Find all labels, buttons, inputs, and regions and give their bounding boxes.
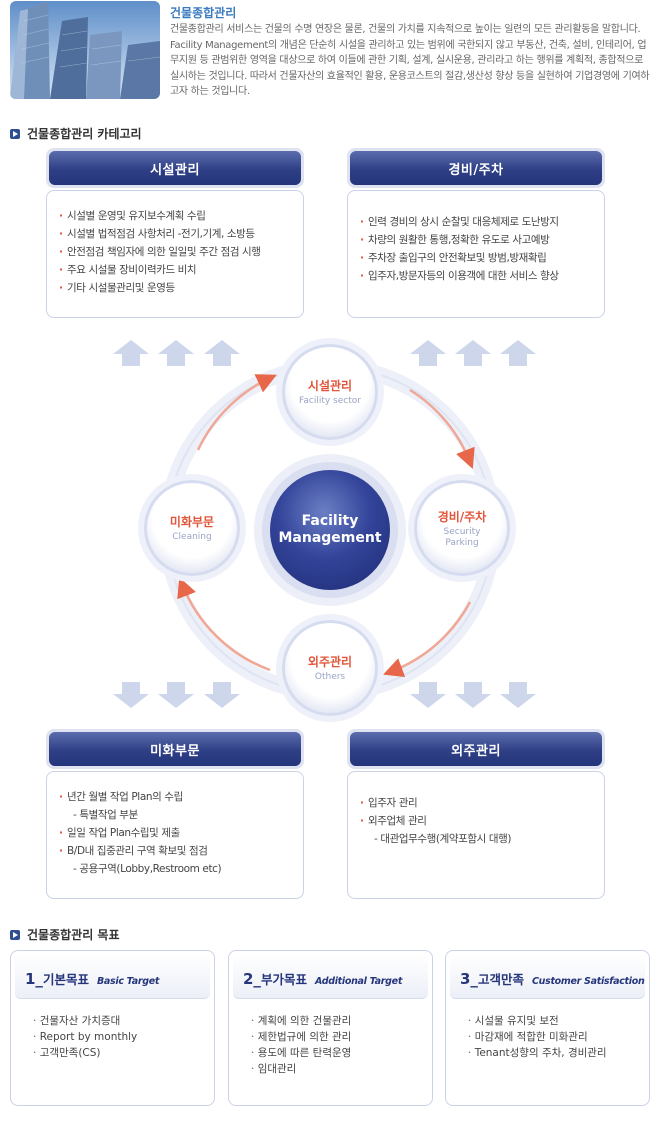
list-item: Tenant성향의 주차, 경비관리 xyxy=(468,1045,649,1061)
section-bullet-icon xyxy=(10,128,20,139)
center-facility-management: Facility Management xyxy=(270,470,390,590)
building-photo xyxy=(10,1,160,99)
list-item: 임대관리 xyxy=(251,1061,432,1077)
node-security: 경비/주차 Security Parking xyxy=(414,480,510,576)
list-item: 주차장 출입구의 안전확보및 방범,방재확립 xyxy=(360,249,592,267)
list-item: 인력 경비의 상시 순찰및 대응체제로 도난방지 xyxy=(360,213,592,231)
list-item: 차량의 원활한 통행,정확한 유도로 사고예방 xyxy=(360,231,592,249)
facility-category-title: 시설관리 xyxy=(49,151,301,185)
arrow-down-icon xyxy=(113,682,149,708)
goal-number: 1_ xyxy=(25,970,43,988)
node-security-sub1: Security xyxy=(443,526,481,537)
node-others: 외주관리 Others xyxy=(282,620,378,716)
goal-name: 기본목표 xyxy=(42,972,89,987)
cleaning-category-title: 미화부문 xyxy=(49,732,301,766)
goal-english-name: Basic Target xyxy=(96,976,160,987)
list-item: 입주자,방문자등의 이용객에 대한 서비스 향상 xyxy=(360,267,592,285)
list-item: 년간 월별 작업 Plan의 수립 xyxy=(59,788,291,806)
intro-title: 건물종합관리 xyxy=(170,6,237,20)
others-category-title: 외주관리 xyxy=(350,732,602,766)
cleaning-category-box: 년간 월별 작업 Plan의 수립 - 특별작업 부분 일일 작업 Plan수립… xyxy=(46,771,304,899)
arrow-up-icon xyxy=(410,340,446,366)
list-item: 주요 시설물 장비이력카드 비치 xyxy=(59,261,291,279)
category-section-title: 건물종합관리 카테고리 xyxy=(27,127,142,141)
goal-name: 부가목표 xyxy=(260,972,307,987)
list-item: B/D내 집중관리 구역 확보및 점검 xyxy=(59,842,291,860)
others-category-box: 입주자 관리 외주업체 관리 - 대관업무수행(계약포함시 대행) xyxy=(347,771,605,899)
goal-english-name: Customer Satisfaction xyxy=(531,976,645,987)
security-category-title: 경비/주차 xyxy=(350,151,602,185)
arrow-up-icon xyxy=(455,340,491,366)
center-label-line1: Facility xyxy=(301,513,359,529)
goal-card-additional: 2_ 부가목표 Additional Target 계획에 의한 건물관리 제한… xyxy=(228,950,433,1106)
node-cleaning: 미화부문 Cleaning xyxy=(144,480,240,576)
list-item: 건물자산 가치증대 xyxy=(33,1013,214,1029)
list-item: 시설물 유지및 보전 xyxy=(468,1013,649,1029)
list-item: 일일 작업 Plan수립및 제출 xyxy=(59,824,291,842)
arrow-up-icon xyxy=(204,340,240,366)
list-item: 외주업체 관리 xyxy=(360,812,592,830)
facility-management-diagram: Facility Management 시설관리 Facility sector… xyxy=(140,340,520,720)
node-others-label: 외주관리 xyxy=(307,655,353,669)
list-item: 계획에 의한 건물관리 xyxy=(251,1013,432,1029)
intro-text: 건물종합관리 서비스는 건물의 수명 연장은 물론, 건물의 가치를 지속적으로… xyxy=(170,24,650,98)
list-item: 시설별 운영및 유지보수계획 수립 xyxy=(59,207,291,225)
goal-card-header: 3_ 고객만족 Customer Satisfaction xyxy=(450,955,645,999)
node-facility: 시설관리 Facility sector xyxy=(282,344,378,440)
list-item: 고객만족(CS) xyxy=(33,1045,214,1061)
node-cleaning-label: 미화부문 xyxy=(169,515,215,529)
list-item: 시설별 법적점검 사항처리 -전기,기계, 소방등 xyxy=(59,225,291,243)
goal-section-heading: 건물종합관리 목표 xyxy=(10,926,120,943)
section-bullet-icon xyxy=(10,929,20,940)
arrow-down-icon xyxy=(204,682,240,708)
list-sub-item: - 특별작업 부분 xyxy=(73,809,138,821)
goal-card-header: 1_ 기본목표 Basic Target xyxy=(15,955,210,999)
node-others-sub: Others xyxy=(314,672,346,682)
list-item: 기타 시설물관리및 운영등 xyxy=(59,279,291,297)
goal-section-title: 건물종합관리 목표 xyxy=(27,928,120,942)
security-category-box: 인력 경비의 상시 순찰및 대응체제로 도난방지 차량의 원활한 통행,정확한 … xyxy=(347,190,605,318)
node-cleaning-sub: Cleaning xyxy=(172,532,212,542)
node-security-sub2: Parking xyxy=(445,537,479,548)
goal-number: 2_ xyxy=(243,970,261,988)
list-item: 제한법규에 의한 관리 xyxy=(251,1029,432,1045)
arrow-down-icon xyxy=(158,682,194,708)
others-category-header: 외주관리 xyxy=(347,729,605,769)
arrow-down-icon xyxy=(410,682,446,708)
center-label-line2: Management xyxy=(278,530,382,546)
list-item: 안전점검 책임자에 의한 일일및 주간 점검 시행 xyxy=(59,243,291,261)
facility-category-header: 시설관리 xyxy=(46,148,304,188)
list-sub-item: - 대관업무수행(계약포함시 대행) xyxy=(374,833,512,845)
arrow-up-icon xyxy=(158,340,194,366)
goal-card-customer: 3_ 고객만족 Customer Satisfaction 시설물 유지및 보전… xyxy=(445,950,650,1106)
goal-english-name: Additional Target xyxy=(314,976,403,987)
facility-category-box: 시설별 운영및 유지보수계획 수립 시설별 법적점검 사항처리 -전기,기계, … xyxy=(46,190,304,318)
node-facility-sub: Facility sector xyxy=(299,396,361,406)
category-section-heading: 건물종합관리 카테고리 xyxy=(10,125,142,142)
list-sub-item: - 공용구역(Lobby,Restroom etc) xyxy=(73,863,222,875)
security-category-header: 경비/주차 xyxy=(347,148,605,188)
goal-card-header: 2_ 부가목표 Additional Target xyxy=(233,955,428,999)
node-security-label: 경비/주차 xyxy=(437,509,487,524)
arrow-down-icon xyxy=(500,682,536,708)
goal-card-basic: 1_ 기본목표 Basic Target 건물자산 가치증대 Report by… xyxy=(10,950,215,1106)
arrow-up-icon xyxy=(500,340,536,366)
goal-number: 3_ xyxy=(460,970,478,988)
arrow-up-icon xyxy=(113,340,149,366)
goal-name: 고객만족 xyxy=(477,972,524,987)
cleaning-category-header: 미화부문 xyxy=(46,729,304,769)
list-item: 마감재에 적합한 미화관리 xyxy=(468,1029,649,1045)
list-item: 용도에 따른 탄력운영 xyxy=(251,1045,432,1061)
list-item: 입주자 관리 xyxy=(360,794,592,812)
node-facility-label: 시설관리 xyxy=(307,379,353,393)
arrow-down-icon xyxy=(455,682,491,708)
list-item: Report by monthly xyxy=(33,1029,214,1045)
